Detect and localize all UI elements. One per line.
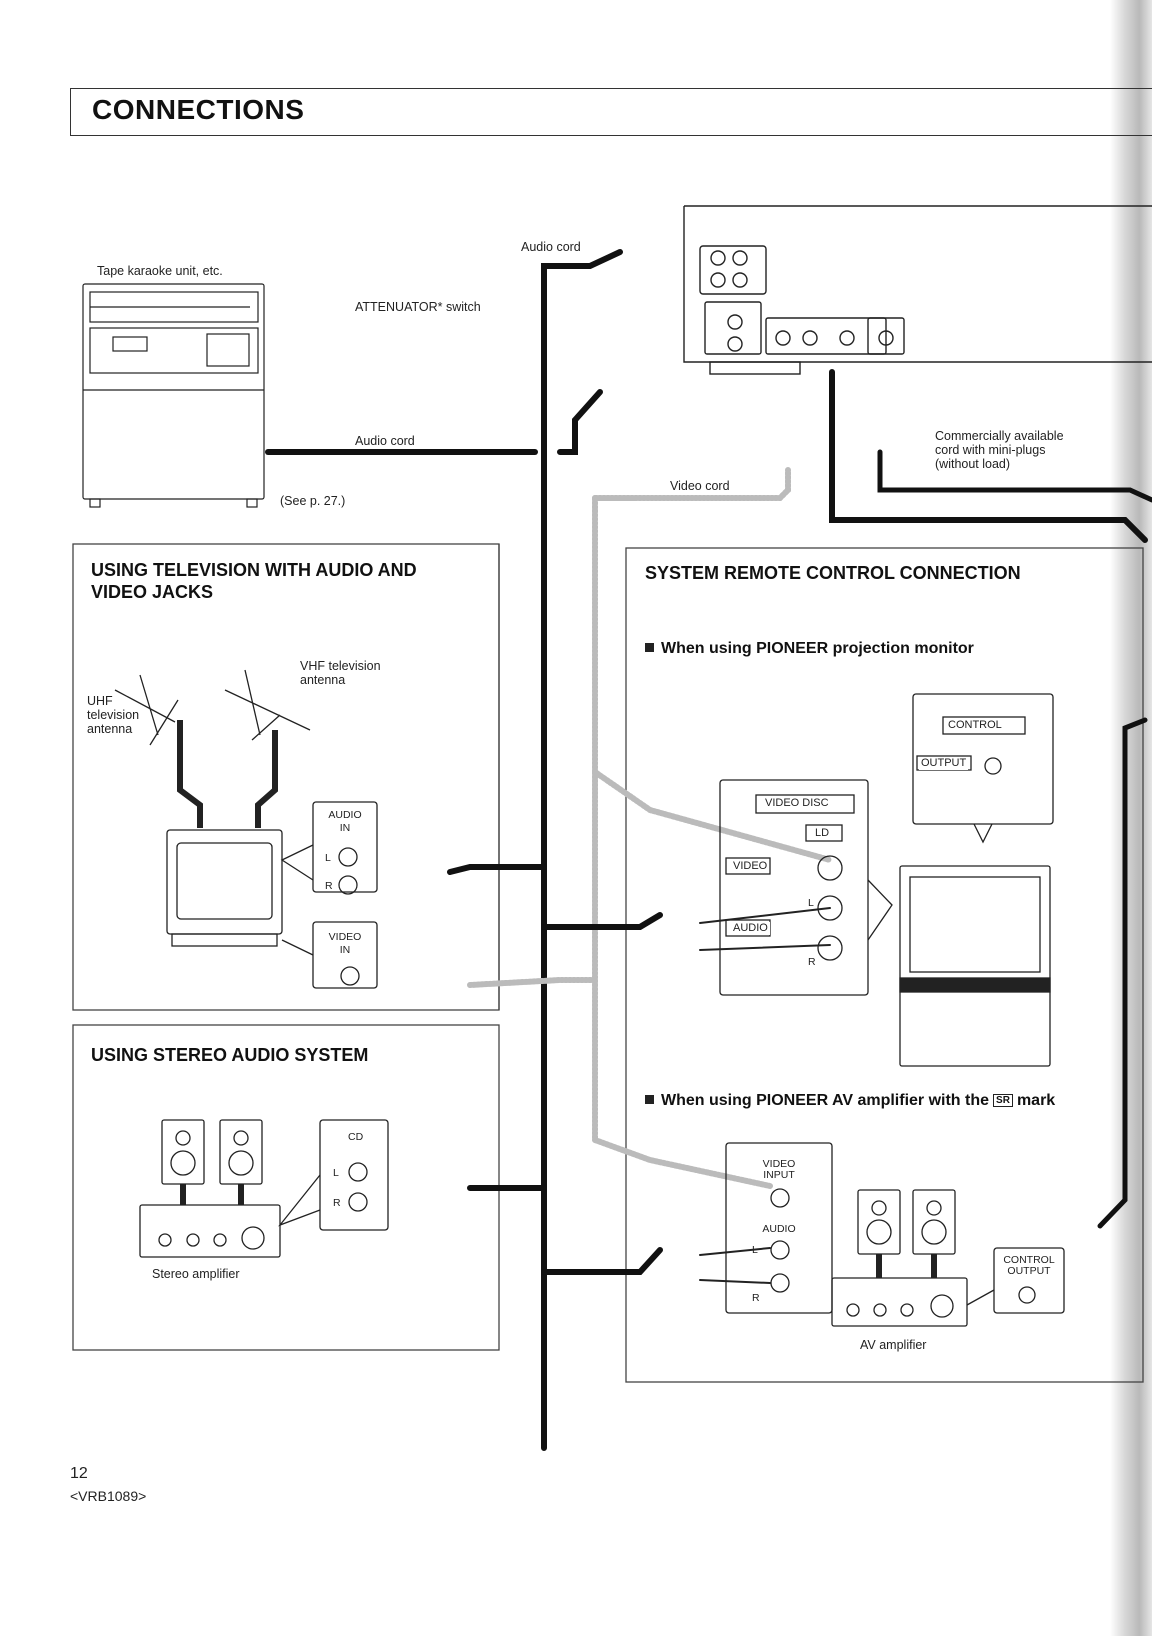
control-output-line2: OUTPUT — [1007, 1265, 1051, 1277]
uhf-antenna-line3: antenna — [87, 722, 133, 736]
page-title: CONNECTIONS — [92, 94, 305, 125]
video-input-line1: VIDEO — [762, 1158, 796, 1170]
cable-lines — [265, 249, 1152, 1451]
attenuator-switch-label: ATTENUATOR* switch — [355, 300, 481, 314]
cd-label: CD — [348, 1131, 364, 1143]
audio-in-line2: IN — [339, 822, 351, 834]
video-cord-label: Video cord — [670, 479, 730, 493]
av-amplifier-heading: When using PIONEER AV amplifier with the… — [645, 1092, 1055, 1110]
system-panel-illustrations — [719, 693, 1065, 1327]
vhf-antenna-line1: VHF television — [300, 659, 381, 673]
audio-jack-label: AUDIO — [731, 922, 770, 935]
output-label: OUTPUT — [919, 757, 969, 770]
system-panel-frame — [625, 547, 1144, 1383]
ld-left-jack-label: L — [808, 897, 814, 909]
tape-karaoke-unit — [82, 283, 265, 508]
doc-code: <VRB1089> — [70, 1488, 147, 1504]
av-heading-prefix: When using PIONEER AV amplifier with the — [661, 1092, 990, 1109]
ld-right-jack-label: R — [808, 956, 816, 968]
av-left-jack-label: L — [752, 1244, 758, 1256]
bullet-square-icon — [645, 1095, 654, 1104]
mini-plug-cord-line2: cord with mini-plugs — [935, 443, 1046, 457]
header-frame — [70, 88, 1152, 136]
tv-panel-illustrations — [114, 669, 378, 989]
tv-right-jack-label: R — [325, 880, 333, 892]
video-input-line2: INPUT — [763, 1169, 795, 1181]
projection-monitor-heading-text: When using PIONEER projection monitor — [661, 640, 974, 657]
page-edge-shadow — [1110, 0, 1152, 1636]
audio-cord-top-label: Audio cord — [521, 240, 581, 254]
stereo-panel-illustrations — [139, 1119, 389, 1258]
mini-plug-cord-line3: (without load) — [935, 457, 1011, 471]
bullet-square-icon — [645, 643, 654, 652]
system-panel-title: SYSTEM REMOTE CONTROL CONNECTION — [645, 563, 1021, 583]
av-heading-suffix: mark — [1016, 1092, 1056, 1109]
tv-panel-title-line2: VIDEO JACKS — [91, 582, 214, 602]
video-in-line1: VIDEO — [328, 931, 362, 943]
ld-label: LD — [813, 827, 832, 840]
av-right-jack-label: R — [752, 1292, 760, 1304]
panel-frames — [72, 543, 1144, 1383]
mini-plug-cord-line1: Commercially available — [935, 429, 1064, 443]
tv-panel-frame — [72, 543, 500, 1011]
control-label: CONTROL — [946, 719, 1004, 732]
control-output-line1: CONTROL — [1003, 1254, 1055, 1266]
av-amplifier-label: AV amplifier — [860, 1338, 927, 1352]
audio-in-line1: AUDIO — [328, 809, 362, 821]
projection-monitor-heading: When using PIONEER projection monitor — [645, 640, 974, 658]
stereo-amplifier-label: Stereo amplifier — [152, 1267, 240, 1281]
stereo-panel-title: USING STEREO AUDIO SYSTEM — [91, 1045, 369, 1065]
page-number: 12 — [70, 1465, 88, 1482]
video-in-line2: IN — [339, 944, 351, 956]
see-page-label: (See p. 27.) — [280, 494, 346, 508]
video-disc-label: VIDEO DISC — [763, 797, 831, 810]
cd-right-jack-label: R — [333, 1197, 341, 1209]
stereo-panel-frame — [72, 1024, 500, 1351]
player-rear-panel — [683, 205, 1152, 375]
av-audio-label: AUDIO — [762, 1223, 796, 1235]
sr-mark-icon: SR — [993, 1094, 1013, 1107]
audio-cord-mid-label: Audio cord — [355, 434, 415, 448]
tape-unit-label: Tape karaoke unit, etc. — [97, 264, 223, 278]
cd-left-jack-label: L — [333, 1167, 339, 1179]
vhf-antenna-line2: antenna — [300, 673, 346, 687]
tv-left-jack-label: L — [325, 852, 331, 864]
uhf-antenna-line1: UHF — [87, 694, 113, 708]
video-jack-label: VIDEO — [731, 860, 770, 873]
tv-panel-title-line1: USING TELEVISION WITH AUDIO AND — [91, 560, 417, 580]
uhf-antenna-line2: television — [87, 708, 140, 722]
